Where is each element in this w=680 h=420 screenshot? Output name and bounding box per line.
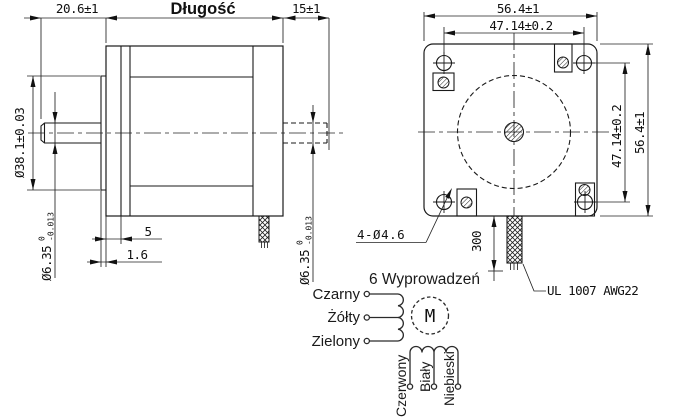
mounting-hole-bottom-left [433,191,455,213]
lead-label-czerwony: Czerwony [393,355,409,417]
rear-shaft-tol-lower: -0.013 [305,216,314,245]
boss-diameter-dimension: Ø38.1±0.03 [12,75,100,191]
front-shaft-tol-lower: -0.013 [47,212,56,241]
terminal-bialy [430,383,438,390]
cable-spec-callout: UL 1007 AWG22 [522,263,639,298]
hole-spacing-v-dim: 47.14±0.2 [609,105,624,168]
motor-body-outline [105,45,284,217]
width-dim: 56.4±1 [497,1,539,16]
shaft-length-dim: 20.6±1 [56,1,98,16]
mounting-holes-label: 4-Ø4.6 [357,227,405,242]
rear-screw-bottom-left [456,188,478,217]
hole-spacing-v-dimension: 47.14±0.2 [592,62,630,203]
rear-shaft-tol-upper: 0 [296,240,305,245]
top-dimension-chain: 20.6±1 Długość 15±1 [24,0,330,150]
hole-spacing-h-dimension: 47.14±0.2 [443,18,585,56]
cable-length-dimension: 300 [469,216,503,281]
terminal-czarny [363,290,371,298]
rear-screw-top-right [553,43,573,73]
width-dimension: 56.4±1 [423,1,598,41]
wiring-title: 6 Wyprowadzeń [369,271,480,288]
length-dim-label: Długość [170,0,235,18]
side-view: 20.6±1 Długość 15±1 Ø38.1±0.03 Ø6.35 0 -… [12,0,345,285]
rear-shaft-diameter-dimension: Ø6.35 0 -0.013 [296,105,316,285]
flange-thickness-dimension: 5 [92,190,162,267]
winding-b-wires [409,352,459,384]
front-shaft-tol-upper: 0 [38,236,47,241]
cable-length-dim: 300 [469,231,484,252]
terminal-czerwony [406,383,414,390]
mounting-holes-callout: 4-Ø4.6 [356,188,452,243]
hole-spacing-h-dim: 47.14±0.2 [489,18,552,33]
rear-shaft-hidden [283,122,328,144]
terminal-zielony [363,337,371,345]
terminal-zolty [363,314,371,321]
boss-protrusion-dim: 1.6 [126,247,147,262]
cable-stub-wires [261,242,268,248]
rear-shaft-diameter-dim: Ø6.35 [297,250,312,285]
lead-label-niebieski: Niebieski [442,351,457,406]
wiring-diagram: 6 Wyprowadzeń Czarny Żółty Zielony M Cze… [312,271,480,417]
front-view: 56.4±1 47.14±0.2 47.14±0.2 [356,1,653,298]
lead-label-czarny: Czarny [312,286,360,303]
boss-protrusion-dimension: 1.6 [87,247,162,265]
cable [506,215,523,264]
rear-screw-bottom-right [574,182,596,217]
front-shaft-diameter-dim: Ø6.35 [39,246,54,281]
winding-a-coil [397,293,404,342]
motor-symbol: M [425,307,436,327]
cable-exit-stub [258,215,270,243]
boss-diameter-dim: Ø38.1±0.03 [12,108,27,178]
terminal-niebieski [454,383,462,390]
rear-shaft-length-dim: 15±1 [292,1,320,16]
rear-screw-top-left [432,72,455,92]
motor-symbol-circle [410,296,450,335]
height-dim: 56.4±1 [632,112,647,154]
lead-label-zielony: Zielony [312,333,361,350]
front-shaft-diameter-dimension: Ø6.35 0 -0.013 [38,92,58,281]
flange-thickness-dim: 5 [144,224,151,239]
winding-a-wires [369,293,398,342]
lead-label-zolty: Żółty [327,308,360,326]
cable-wires [510,263,518,270]
lead-label-bialy: Biały [417,362,433,392]
cable-spec-label: UL 1007 AWG22 [547,283,638,298]
height-dimension: 56.4±1 [600,43,653,217]
